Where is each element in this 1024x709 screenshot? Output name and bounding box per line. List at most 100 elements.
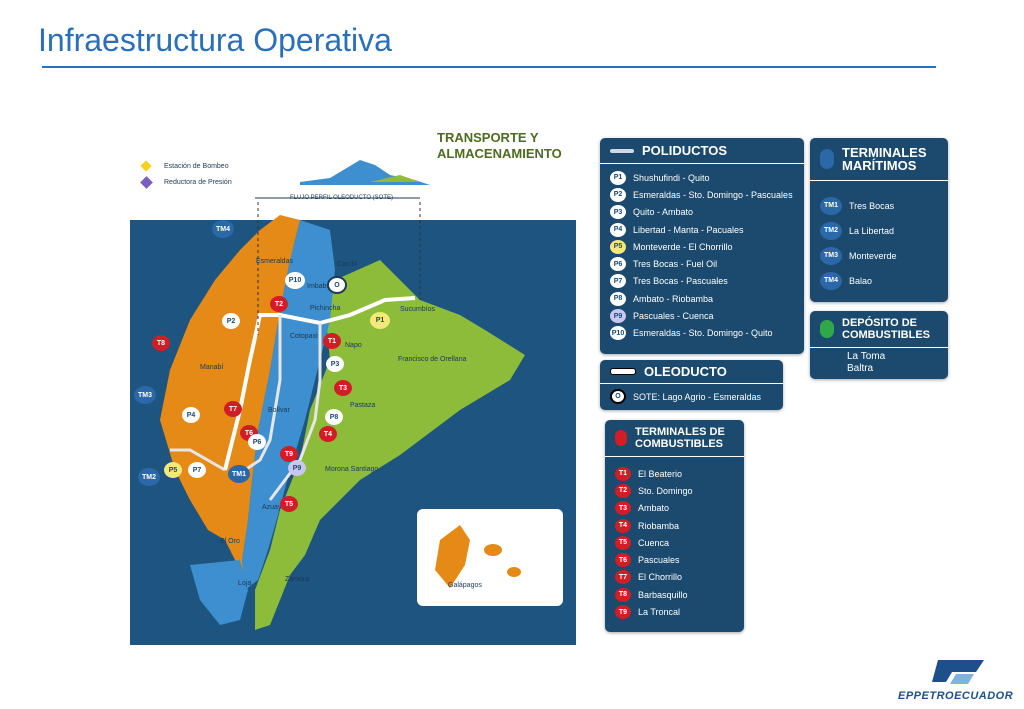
code-badge: T5 — [615, 535, 631, 550]
province-pichincha: Pichincha — [310, 305, 341, 312]
oleoducto-header: OLEODUCTO — [600, 360, 783, 384]
code-badge: T4 — [615, 518, 631, 533]
list-item: La Toma — [847, 351, 886, 362]
marker-p5: P5 — [164, 462, 182, 478]
pipeline-icon — [610, 148, 634, 153]
list-item: T4 Riobamba — [605, 517, 744, 534]
code-badge: P3 — [610, 205, 626, 220]
marker-p3: P3 — [326, 356, 344, 372]
item-label: Riobamba — [638, 520, 680, 531]
pipeline-sote — [223, 296, 416, 471]
terminales-maritimos-title: TERMINALES MARÍTIMOS — [842, 146, 927, 172]
item-label: Balao — [849, 275, 873, 286]
marker-t7: T7 — [224, 401, 242, 417]
map-heading: TRANSPORTE Y ALMACENAMIENTO — [437, 130, 562, 162]
poliductos-title: POLIDUCTOS — [642, 143, 727, 158]
marker-p9: P9 — [288, 460, 306, 476]
profile-strip-green — [370, 175, 420, 182]
item-label: Sto. Domingo — [638, 485, 693, 496]
marker-tm3: TM3 — [134, 386, 156, 404]
province-manabi: Manabí — [200, 364, 224, 371]
province-cotopaxi: Cotopaxi — [290, 333, 318, 340]
marker-t3: T3 — [334, 380, 352, 396]
item-label: El Beaterio — [638, 468, 683, 479]
code-badge: T8 — [615, 587, 631, 602]
loja-region — [190, 560, 248, 625]
item-label: Esmeraldas - Sto. Domingo - Quito — [633, 328, 773, 339]
marker-tm4: TM4 — [212, 220, 234, 238]
marker-t1: T1 — [323, 333, 341, 349]
item-label: Ambato — [638, 503, 670, 514]
map-heading-line2: ALMACENAMIENTO — [437, 146, 562, 161]
province-esmeraldas: Esmeraldas — [256, 258, 293, 265]
item-label: Esmeraldas - Sto. Domingo - Pascuales — [633, 189, 793, 200]
marker-o: O — [327, 276, 347, 294]
galapagos-island-santacruz — [484, 544, 502, 556]
list-item: P7 Tres Bocas - Pascuales — [600, 273, 804, 290]
title-line1: TERMINALES — [842, 145, 927, 160]
code-badge: P4 — [610, 222, 626, 237]
code-badge: T9 — [615, 605, 631, 620]
province-azuay: Azuay — [262, 504, 282, 511]
item-label: Barbasquillo — [638, 589, 688, 600]
province-carchi: Carchi — [337, 261, 358, 268]
marker-t2: T2 — [270, 296, 288, 312]
code-badge: TM2 — [820, 221, 842, 240]
legend-pressure-label: Reductora de Presión — [164, 179, 232, 186]
list-item: Baltra — [847, 363, 874, 374]
terminales-combustibles-title: TERMINALES DE COMBUSTIBLES — [635, 426, 725, 450]
deposito-header: DEPÓSITO DE COMBUSTIBLES — [810, 311, 948, 348]
list-item: P10 Esmeraldas - Sto. Domingo - Quito — [600, 325, 804, 342]
province-napo: Napo — [345, 342, 362, 349]
code-badge: P10 — [610, 326, 626, 341]
marker-p10: P10 — [285, 272, 305, 289]
marker-t4: T4 — [319, 426, 337, 442]
code-badge: TM1 — [820, 196, 842, 215]
item-label: Pascuales — [638, 555, 680, 566]
code-badge: P7 — [610, 274, 626, 289]
pipeline-p3 — [268, 323, 322, 501]
item-label: Pascuales - Cuenca — [633, 311, 714, 322]
item-label: Tres Bocas - Pascuales — [633, 276, 728, 287]
marker-p1: P1 — [370, 312, 390, 329]
province-sucumbios: Sucumbíos — [400, 306, 436, 313]
item-label: Tres Bocas - Fuel Oil — [633, 259, 718, 270]
oriente-region — [255, 260, 525, 630]
list-item: P2 Esmeraldas - Sto. Domingo - Pascuales — [600, 186, 804, 203]
item-label: Quito - Ambato — [633, 207, 694, 218]
code-badge: P2 — [610, 187, 626, 202]
item-label: Monteverde — [849, 250, 897, 261]
green-tank-icon — [820, 320, 834, 338]
title-line2: COMBUSTIBLES — [635, 438, 723, 450]
code-badge: TM3 — [820, 246, 842, 265]
pipeline-p4 — [170, 448, 226, 472]
map-heading-line1: TRANSPORTE Y — [437, 130, 539, 145]
province-eloro: El Oro — [220, 538, 240, 545]
code-badge: T7 — [615, 570, 631, 585]
title-line2: MARÍTIMOS — [842, 158, 917, 173]
profile-label: FLUJO PERFIL OLEODUCTO (SOTE) — [290, 195, 394, 201]
deposito-list: La Toma Baltra — [810, 348, 948, 375]
poliductos-header: POLIDUCTOS — [600, 138, 804, 164]
list-item: T8 Barbasquillo — [605, 586, 744, 603]
sierra-region — [242, 220, 335, 590]
item-label: El Chorrillo — [638, 572, 683, 583]
marker-t5: T5 — [280, 496, 298, 512]
marker-p4: P4 — [182, 407, 200, 423]
